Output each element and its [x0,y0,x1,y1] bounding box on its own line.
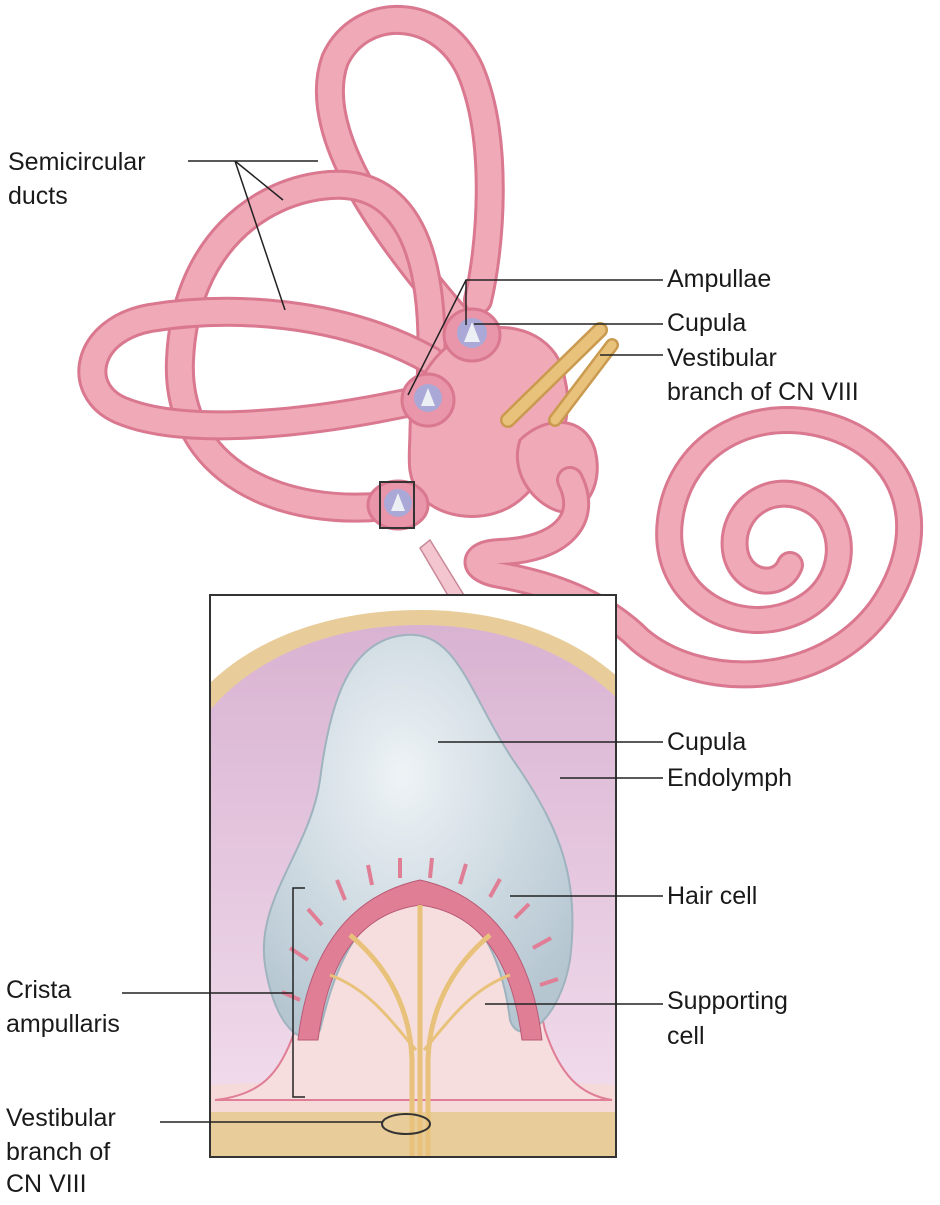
nerve-marker-ellipse [381,1113,431,1135]
vestibular-nerve-bottom [329,905,511,1156]
hair-cells [281,857,559,1041]
label-crista-line1: Crista [6,976,72,1004]
label-vestibular-top-line2: branch of CN VIII [667,378,859,406]
leader-lines [122,160,663,1123]
crista-inset [209,594,617,1158]
label-ampullae: Ampullae [667,265,772,293]
label-vestibular-top-line1: Vestibular [667,344,777,372]
label-vestibular-bottom-line2: branch of [6,1138,111,1166]
label-vestibular-bottom-line1: Vestibular [6,1104,116,1132]
membranous-labyrinth [77,4,924,689]
label-supporting-line2: cell [667,1022,705,1050]
ampulla-highlight-box [379,481,415,529]
vestibular-nerve-top [500,322,619,428]
label-cupula-bottom: Cupula [667,728,747,756]
label-endolymph: Endolymph [667,764,793,792]
label-cupula-top: Cupula [667,309,747,337]
label-semicircular-ducts-line2: ducts [8,182,68,210]
label-supporting-line1: Supporting [667,987,788,1015]
label-hair-cell: Hair cell [667,882,758,910]
label-semicircular-ducts-line1: Semicircular [8,148,146,176]
label-crista-line2: ampullaris [6,1010,120,1038]
label-vestibular-bottom-line3: CN VIII [6,1170,87,1198]
